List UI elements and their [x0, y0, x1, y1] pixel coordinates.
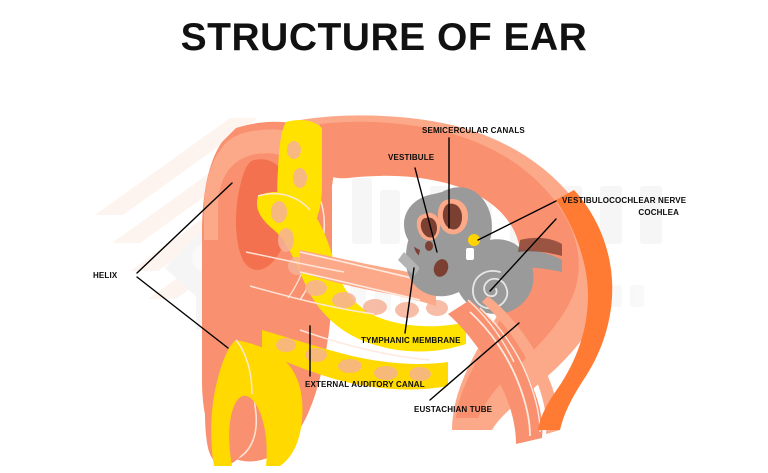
label-semicercular-canals: SEMICERCULAR CANALS	[422, 126, 525, 135]
tissue-outlines	[235, 192, 515, 395]
region-inner-ear	[404, 187, 562, 314]
label-vestibulocochlear-nerve: VESTIBULOCOCHLEAR NERVE	[562, 196, 687, 205]
vestibulocochlear-nerve-marker	[468, 234, 480, 246]
region-cartilage-yellow	[211, 120, 466, 466]
leader-eustachian-tube	[429, 322, 520, 401]
region-auditory-canal	[299, 250, 436, 306]
cochlea-spiral	[472, 270, 509, 310]
leader-helix-upper	[136, 182, 233, 274]
region-eustachian-tube	[448, 190, 613, 444]
leader-vestibulocochlear-nerve	[477, 200, 557, 241]
label-tymphanic-membrane: TYMPHANIC MEMBRANE	[361, 336, 461, 345]
label-external-auditory-canal: EXTERNAL AUDITORY CANAL	[305, 380, 425, 389]
leader-cochlea	[489, 218, 557, 292]
leader-vestibule	[414, 167, 438, 253]
label-eustachian-tube: EUSTACHIAN TUBE	[414, 405, 493, 414]
leader-tymphanic-membrane	[404, 267, 415, 334]
label-cochlea: COCHLEA	[638, 208, 679, 217]
label-helix: HELIX	[93, 271, 118, 280]
label-vestibule: VESTIBULE	[388, 153, 435, 162]
page-title: STRUCTURE OF EAR	[180, 16, 588, 59]
leader-helix-lower	[136, 276, 229, 349]
